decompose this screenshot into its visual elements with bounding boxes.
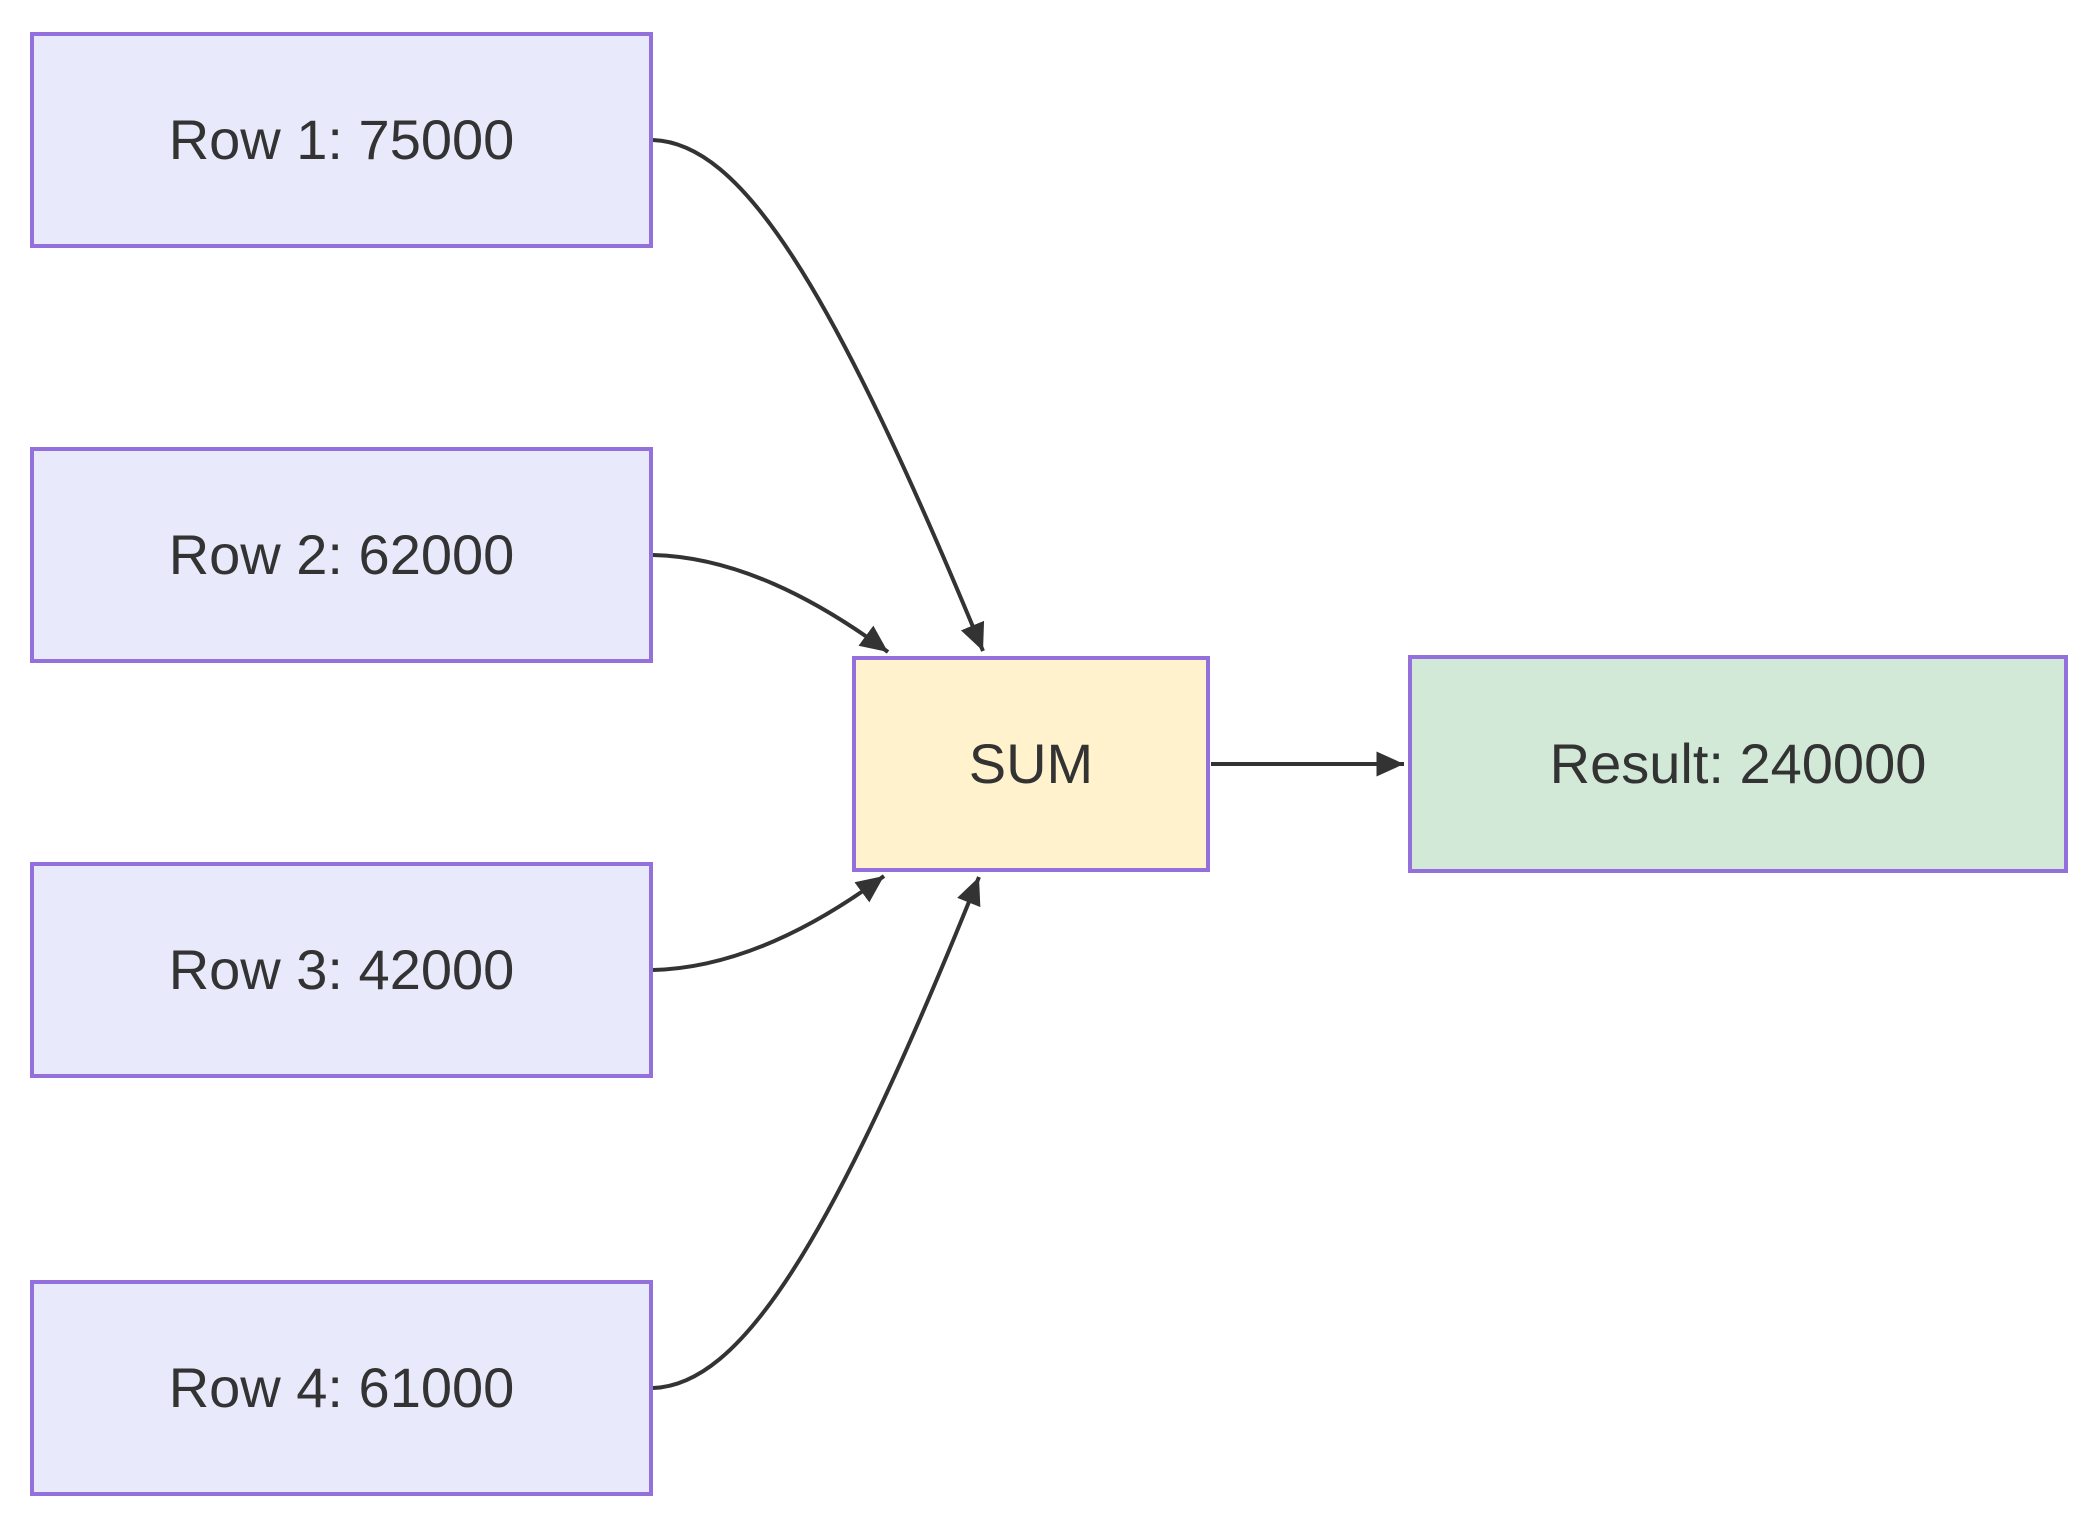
edge-row2-to-sum bbox=[652, 553, 890, 654]
node-row-3: Row 3: 42000 bbox=[30, 862, 653, 1078]
edge-row3-to-sum bbox=[652, 874, 886, 972]
node-result-label: Result: 240000 bbox=[1549, 732, 1927, 796]
edge-row4-to-sum bbox=[652, 876, 981, 1390]
node-row-4-label: Row 4: 61000 bbox=[168, 1356, 515, 1420]
node-row-4: Row 4: 61000 bbox=[30, 1280, 653, 1496]
node-row-2-label: Row 2: 62000 bbox=[168, 523, 515, 587]
node-result: Result: 240000 bbox=[1408, 655, 2068, 873]
edge-row1-to-sum bbox=[652, 138, 985, 652]
node-sum: SUM bbox=[852, 656, 1210, 872]
node-row-2: Row 2: 62000 bbox=[30, 447, 653, 663]
node-row-1-label: Row 1: 75000 bbox=[168, 108, 515, 172]
node-sum-label: SUM bbox=[968, 732, 1094, 796]
node-row-3-label: Row 3: 42000 bbox=[168, 938, 515, 1002]
node-row-1: Row 1: 75000 bbox=[30, 32, 653, 248]
